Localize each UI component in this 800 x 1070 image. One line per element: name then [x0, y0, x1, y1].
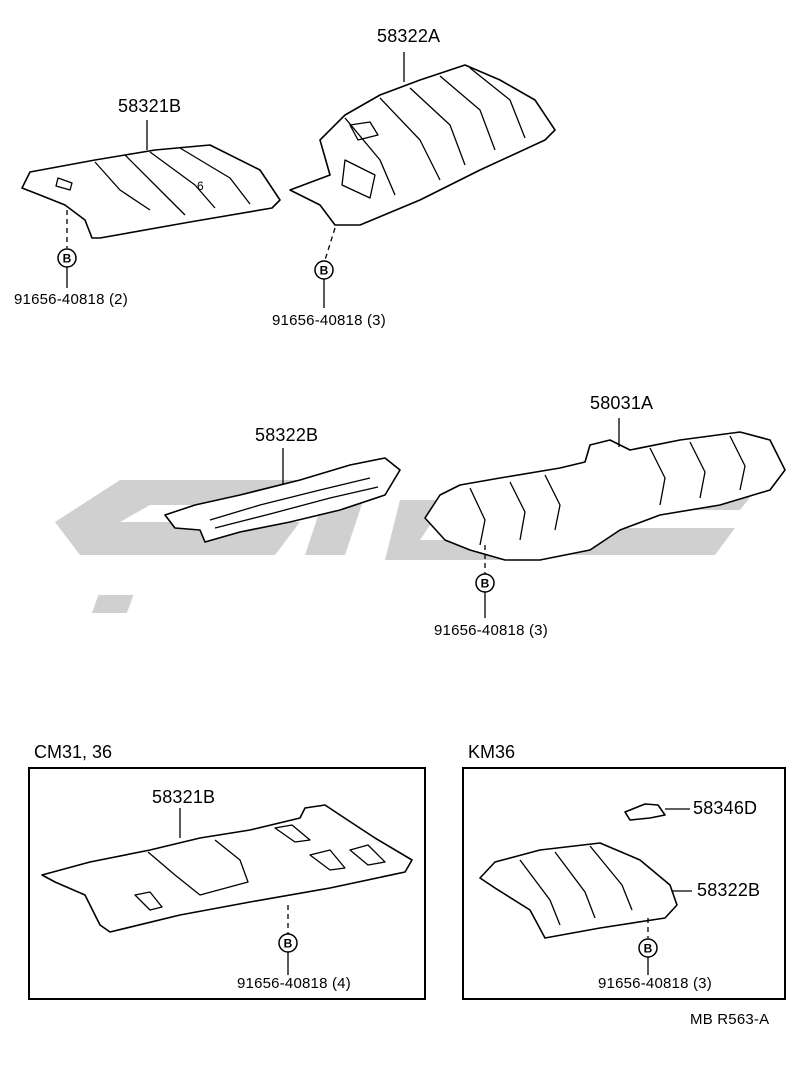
part-58322A: [289, 64, 556, 226]
stamp-number: 6: [197, 179, 204, 193]
part-58322B-box: [479, 842, 678, 939]
svg-text:B: B: [644, 942, 653, 956]
label-58322A: 58322A: [377, 26, 441, 46]
part-58321B-top: [21, 144, 281, 239]
label-58031A: 58031A: [590, 393, 654, 413]
svg-text:B: B: [284, 937, 293, 951]
label-58321B-top: 58321B: [118, 96, 182, 116]
bolt-bubble-2: B: [314, 260, 334, 280]
footer-code: MB R563-A: [690, 1011, 770, 1028]
label-58322B-mid: 58322B: [255, 425, 319, 445]
part-58031A: [424, 431, 786, 561]
svg-text:B: B: [481, 577, 490, 591]
variant-box-left: [28, 767, 426, 1000]
bubble-letter: B: [63, 252, 72, 266]
label-fastener-2: 91656-40818 (3): [272, 312, 386, 329]
label-fastener-1: 91656-40818 (2): [14, 291, 128, 308]
label-fastener-5: 91656-40818 (3): [598, 975, 712, 992]
label-58346D: 58346D: [693, 798, 758, 818]
label-58322B-box: 58322B: [697, 880, 761, 900]
bolt-bubble-3: B: [475, 573, 495, 593]
bolt-bubble-1: B: [57, 248, 77, 268]
label-58321B-box: 58321B: [152, 787, 216, 807]
svg-text:B: B: [320, 264, 329, 278]
variant-box-right: [462, 767, 786, 1000]
part-58321B-box: [41, 804, 413, 933]
variant-title-left: CM31, 36: [34, 742, 113, 762]
label-fastener-3: 91656-40818 (3): [434, 622, 548, 639]
part-58346D: [624, 803, 666, 821]
label-fastener-4: 91656-40818 (4): [237, 975, 351, 992]
part-58322B-mid: [164, 457, 401, 543]
variant-title-right: KM36: [468, 742, 516, 762]
